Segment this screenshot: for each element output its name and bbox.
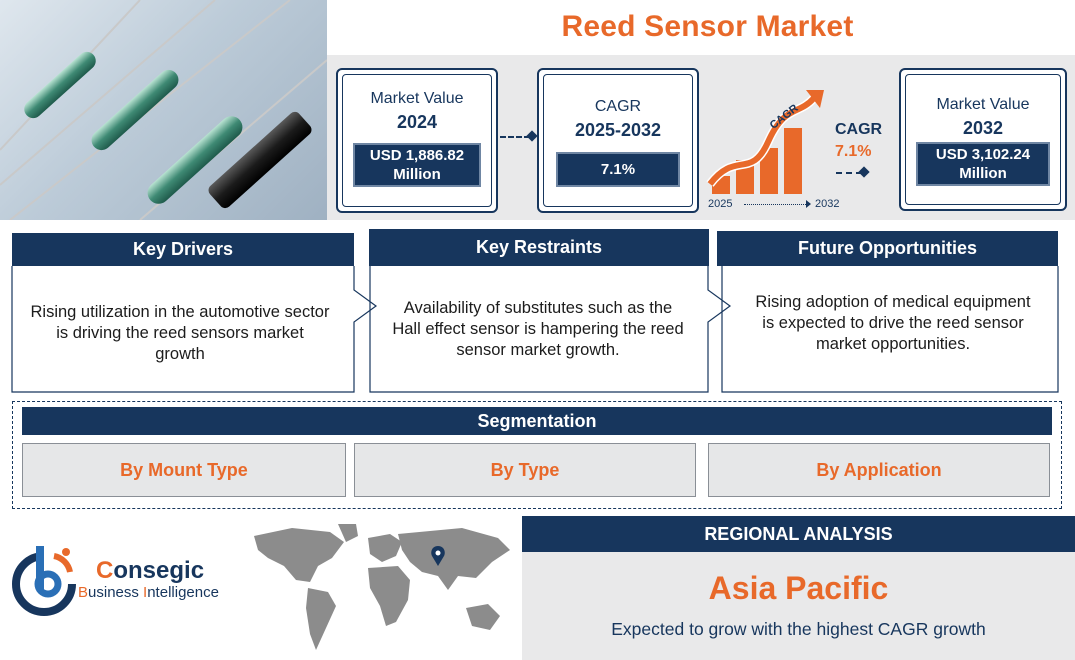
- key-drivers-text: Rising utilization in the automotive sec…: [30, 303, 330, 363]
- regional-analysis-panel: [522, 552, 1075, 660]
- market-value-2032-year: 2032: [962, 118, 1004, 138]
- cagr-period: 2025-2032: [574, 120, 662, 140]
- key-drivers-header: Key Drivers: [12, 233, 354, 266]
- segmentation-frame: [12, 401, 1062, 509]
- tagline-i: I: [143, 584, 148, 601]
- brand-name-initial: C: [96, 557, 114, 584]
- key-restraints-text: Availability of substitutes such as the …: [392, 299, 684, 359]
- pillars-outline: [11, 266, 1059, 393]
- growth-cagr-value: 7.1%: [835, 143, 872, 160]
- future-opportunities-header: Future Opportunities: [717, 231, 1058, 266]
- growth-connector-line: [836, 172, 862, 174]
- market-value-2032-card: Market Value 2032 USD 3,102.24 Million: [899, 68, 1067, 211]
- market-value-2024-year: 2024: [396, 112, 438, 132]
- brand-name: Consegic: [96, 557, 204, 585]
- growth-year-arrow: [744, 204, 806, 205]
- growth-bars-arrow-icon: [706, 80, 826, 210]
- world-map-pin-icon: [252, 522, 516, 654]
- segment-by-mount-type[interactable]: By Mount Type: [22, 443, 346, 497]
- cagr-card: CAGR 2025-2032 7.1%: [537, 68, 699, 213]
- market-value-2024-label: Market Value: [370, 90, 464, 107]
- growth-cagr-label: CAGR: [835, 121, 883, 138]
- market-value-2024-card: Market Value 2024 USD 1,886.82 Million: [336, 68, 498, 213]
- key-restraints-header: Key Restraints: [369, 229, 709, 266]
- segmentation-header: Segmentation: [22, 407, 1052, 435]
- growth-start-year: 2025: [708, 198, 733, 210]
- tagline-b: B: [78, 584, 89, 601]
- consegic-logo-icon: [8, 542, 80, 618]
- reed-sensor-photo: [0, 0, 327, 220]
- page-title: Reed Sensor Market: [561, 10, 854, 43]
- growth-year-arrowhead: [806, 200, 811, 208]
- connector-line: [500, 136, 530, 138]
- market-value-2032-value: USD 3,102.24 Million: [916, 142, 1050, 186]
- market-value-2024-value: USD 1,886.82 Million: [353, 143, 481, 187]
- region-description: Expected to grow with the highest CAGR g…: [611, 619, 986, 639]
- location-pin-icon: [431, 546, 445, 566]
- brand-tagline: Business Intelligence: [78, 584, 219, 601]
- segment-by-type[interactable]: By Type: [354, 443, 696, 497]
- tagline-usiness: usiness: [88, 584, 144, 601]
- cagr-value: 7.1%: [556, 152, 680, 187]
- tagline-ntelligence: ntelligence: [147, 584, 219, 601]
- regional-analysis-header: REGIONAL ANALYSIS: [522, 516, 1075, 552]
- segment-by-application[interactable]: By Application: [708, 443, 1050, 497]
- market-value-2032-label: Market Value: [936, 96, 1030, 113]
- brand-name-rest: onsegic: [113, 557, 205, 584]
- region-name: Asia Pacific: [708, 570, 889, 606]
- cagr-label: CAGR: [594, 98, 642, 115]
- growth-end-year: 2032: [815, 198, 840, 210]
- future-opportunities-text: Rising adoption of medical equipment is …: [755, 293, 1031, 353]
- reed-switches-image: [0, 0, 327, 220]
